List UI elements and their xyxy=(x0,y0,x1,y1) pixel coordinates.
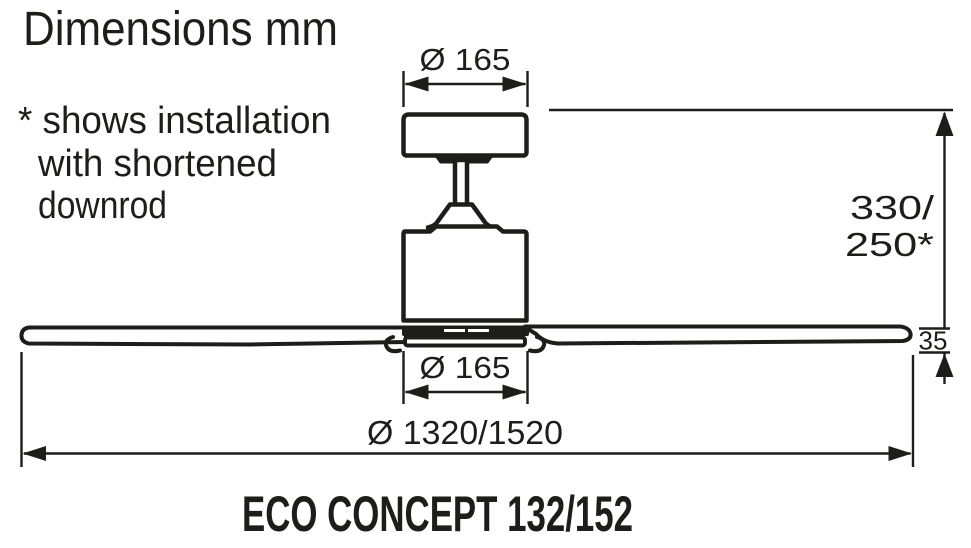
overall-diameter-label: Ø 1320/1520 xyxy=(367,414,563,451)
dim-drop-height: 330/ 250* xyxy=(845,111,954,330)
dim-canopy-arrow-right xyxy=(502,76,527,92)
footnote-line-2: with shortened xyxy=(37,143,277,185)
dim-motor-arrow-right xyxy=(502,384,527,400)
footnote-line-1: * shows installation xyxy=(18,100,331,142)
dim-motor-extension-lines xyxy=(402,351,529,404)
blade-left xyxy=(19,325,408,347)
dim-motor-arrow-left xyxy=(404,384,429,400)
bottom-plate xyxy=(403,335,527,348)
dim-overall-arrow-right xyxy=(888,446,912,461)
blade-mount-slot-right xyxy=(468,329,489,332)
blade-depth-label: 35 xyxy=(919,326,948,356)
dim-canopy-extension-lines xyxy=(402,71,529,107)
canopy-outline xyxy=(401,112,529,158)
downrod-coupling-cone xyxy=(425,202,497,230)
dim-blade-depth: 35 xyxy=(919,326,954,384)
product-name: ECO CONCEPT 132/152 xyxy=(242,486,633,542)
dim-canopy-arrow-left xyxy=(404,76,429,92)
dim-overall-extension-lines xyxy=(20,352,915,467)
blade-root-curl-left xyxy=(383,335,402,354)
dim-overall-arrow-left xyxy=(22,446,46,461)
blade-root-curl-right xyxy=(528,335,547,354)
dim-blade-depth-arrow-up xyxy=(935,353,954,377)
drop-height-label-line1: 330/ xyxy=(850,189,935,226)
dim-drop-arrow-up xyxy=(935,111,954,136)
motor-diameter-label: Ø 165 xyxy=(420,350,511,385)
dim-motor-diameter: Ø 165 xyxy=(402,350,529,404)
motor-housing xyxy=(401,224,529,323)
dim-canopy-diameter: Ø 165 xyxy=(402,42,529,107)
blade-mount-band xyxy=(402,325,529,336)
page-title: Dimensions mm xyxy=(23,3,338,56)
footnote-line-3: downrod xyxy=(38,185,167,227)
dim-overall-diameter: Ø 1320/1520 xyxy=(20,352,915,467)
blade-mount-slot-left xyxy=(444,329,465,332)
canopy-diameter-label: Ø 165 xyxy=(420,42,511,77)
drop-height-label-line2: 250* xyxy=(845,226,934,263)
downrod xyxy=(452,157,470,209)
blade-right xyxy=(523,324,913,346)
